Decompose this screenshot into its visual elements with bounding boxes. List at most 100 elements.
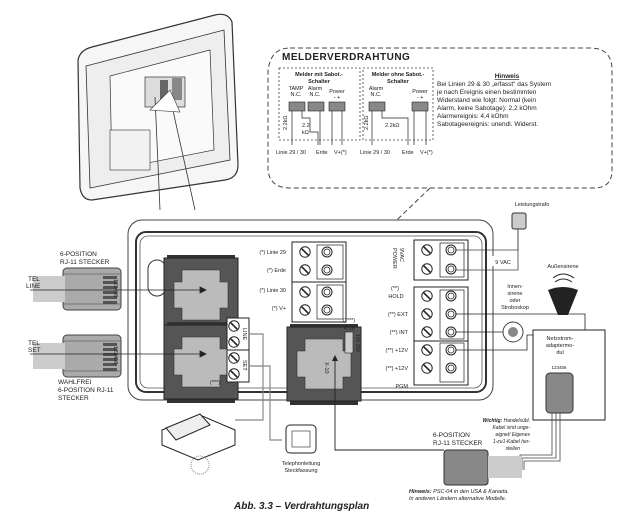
alarm-label: Alarm xyxy=(308,86,323,92)
detector-wiring-title: MELDERVERDRAHTUNG xyxy=(282,52,410,63)
detector-with-tamper-box xyxy=(278,67,361,141)
indoor-siren-icon xyxy=(502,321,524,343)
terminal-label-linie30: (*) Linie 30 xyxy=(259,288,286,294)
vac-label: 9 VAC xyxy=(495,260,511,266)
power-module-plug xyxy=(545,372,574,414)
pin-numbers: 123456 xyxy=(112,279,118,297)
svg-text:eignet! Eigenes: eignet! Eigenes xyxy=(496,432,531,438)
plug-title-3: STECKER xyxy=(58,395,89,402)
terminal-label-erde: (*) Erde xyxy=(267,268,286,274)
tel-set-label: TEL xyxy=(28,340,40,347)
detector-without-tamper-box xyxy=(362,67,434,141)
terminal-label-linie29: (*) Linie 29 xyxy=(259,250,286,256)
power-terminal-label-2: POWER xyxy=(391,248,397,269)
phone-wires xyxy=(235,333,282,441)
control-panel-back-illustration xyxy=(77,13,239,211)
x10-jumper-mark: (****) xyxy=(343,318,355,324)
phone-terminal-mark: (***) xyxy=(210,380,220,386)
output-label-int: (**) INT xyxy=(390,330,409,336)
tel-set-plug xyxy=(32,334,122,378)
svg-text:Kabel sind unge-: Kabel sind unge- xyxy=(492,425,530,431)
tamp-nc-label: N.C. xyxy=(291,92,302,98)
power-label: Power xyxy=(329,89,345,95)
tel-set-label-2: SET xyxy=(28,347,41,354)
line-terminal-label: LINE xyxy=(241,328,247,341)
note-line: Sabotageereignis: unendl. Widerst. xyxy=(437,121,538,128)
outdoor-siren-label: Außensirene xyxy=(547,264,578,270)
alarm-nc-label: N.C. xyxy=(371,92,382,98)
resistor-label-2b: kΩ xyxy=(302,130,309,136)
note-text: Bei Linien 29 & 30 „erfasst“ das System … xyxy=(436,81,551,128)
out-ground-label: Erde xyxy=(316,150,328,156)
output-label-12v: (**) +12V xyxy=(386,348,409,354)
without-tamper-title-2: Schalter xyxy=(387,79,410,85)
transformer-label: Leistungstrafo xyxy=(515,202,550,208)
telephone-icon xyxy=(161,413,236,475)
out-vplus-label: V+(*) xyxy=(334,150,347,156)
tel-line-plug xyxy=(32,267,122,311)
bottom-plug-title-2: RJ-11 STECKER xyxy=(433,440,483,447)
with-tamper-title: Melder mit Sabot.- xyxy=(295,72,343,78)
x10-jumper[interactable] xyxy=(344,331,354,354)
terminal-label-vplus: (*) V+ xyxy=(272,306,286,312)
indoor-siren-label: Innen- sirene oder Stroboskop xyxy=(501,284,529,311)
svg-text:adaptermo-: adaptermo- xyxy=(546,343,574,349)
out-line-label: Linie 29 / 30 xyxy=(360,150,390,156)
pin-numbers: 123456 xyxy=(112,346,118,364)
detector-terminal-block xyxy=(291,241,347,323)
cable-warning: Wichtig: Handelsübl. Kabel sind unge- ei… xyxy=(483,418,531,452)
power-terminal-block xyxy=(413,239,469,281)
plug-title-2: 6-POSITION RJ-11 xyxy=(58,387,114,394)
without-tamper-power-terminal xyxy=(411,101,429,112)
power-polarity: - + xyxy=(417,95,424,101)
tel-line-label-2: LINE xyxy=(26,283,41,290)
outdoor-siren-icon xyxy=(548,273,578,315)
x10-cable xyxy=(334,356,444,451)
tel-line-label: TEL xyxy=(28,276,40,283)
output-terminal-block xyxy=(413,286,469,386)
bottom-note-2: In anderen Ländern alternative Modelle. xyxy=(409,496,506,502)
x10-jack-label: X-10 xyxy=(323,362,329,374)
note-line: Alarm, keine Sabotage): 2,2 kOhm xyxy=(437,105,537,112)
detector-wiring-callout xyxy=(267,47,613,189)
svg-text:stellen: stellen xyxy=(506,446,521,452)
svg-text:dul: dul xyxy=(556,350,563,356)
plug-title-2: RJ-11 STECKER xyxy=(60,259,110,266)
without-tamper-title: Melder ohne Sabot.- xyxy=(372,72,425,78)
without-tamper-terminal xyxy=(368,101,386,112)
set-terminal-label: SET xyxy=(241,360,247,371)
power-module-pins: 123456 xyxy=(551,365,567,370)
with-tamper-title-2: Schalter xyxy=(308,79,331,85)
bottom-note: Hinweis: PSC-04 in den USA & Kanada. xyxy=(409,489,509,495)
output-label-12v-2: (**) +12V xyxy=(386,366,409,372)
resistor-label: 2.2kΩ xyxy=(364,115,370,130)
plug-arrows xyxy=(30,286,207,358)
note-line: Widerstand wie folgt: Normal (kein xyxy=(437,97,536,104)
output-label-ext: (**) EXT xyxy=(388,312,409,318)
svg-text:Innen-: Innen- xyxy=(507,284,523,290)
with-tamper-terminals xyxy=(288,101,346,112)
output-label-hold: HOLD xyxy=(388,294,403,300)
without-tamper-wires xyxy=(371,111,427,145)
power-label: Power xyxy=(412,89,428,95)
resistor-label-2: 2.2kΩ xyxy=(385,123,400,129)
note-line: je nach Ereignis einen bestimmten xyxy=(436,89,537,96)
alarm-nc-label: N.C. xyxy=(310,92,321,98)
plug-title: 6-POSITION xyxy=(60,251,97,258)
power-polarity: - + xyxy=(334,95,341,101)
x10-jumper-label: X-10 xyxy=(343,326,355,332)
bottom-rj11-plug xyxy=(443,449,522,486)
svg-text:Netzstrom-: Netzstrom- xyxy=(547,336,574,342)
out-vplus-label: V+(*) xyxy=(420,150,433,156)
note-title: Hinweis xyxy=(495,73,520,80)
output-label-pgm: PGM xyxy=(395,384,408,390)
x10-jumper-options: 1W 2W xyxy=(354,334,360,353)
alarm-label: Alarm xyxy=(369,86,384,92)
phone-jack-label-2: Steckfassung xyxy=(284,468,317,474)
power-module-label: Netzstrom- adaptermo- dul xyxy=(546,336,574,356)
note-line: Alarmereignis: 4,4 kOhm xyxy=(437,113,509,120)
figure-caption: Abb. 3.3 – Verdrahtungsplan xyxy=(233,501,369,512)
resistor-label: 2.2kΩ xyxy=(283,115,289,130)
transformer-icon xyxy=(511,212,527,230)
